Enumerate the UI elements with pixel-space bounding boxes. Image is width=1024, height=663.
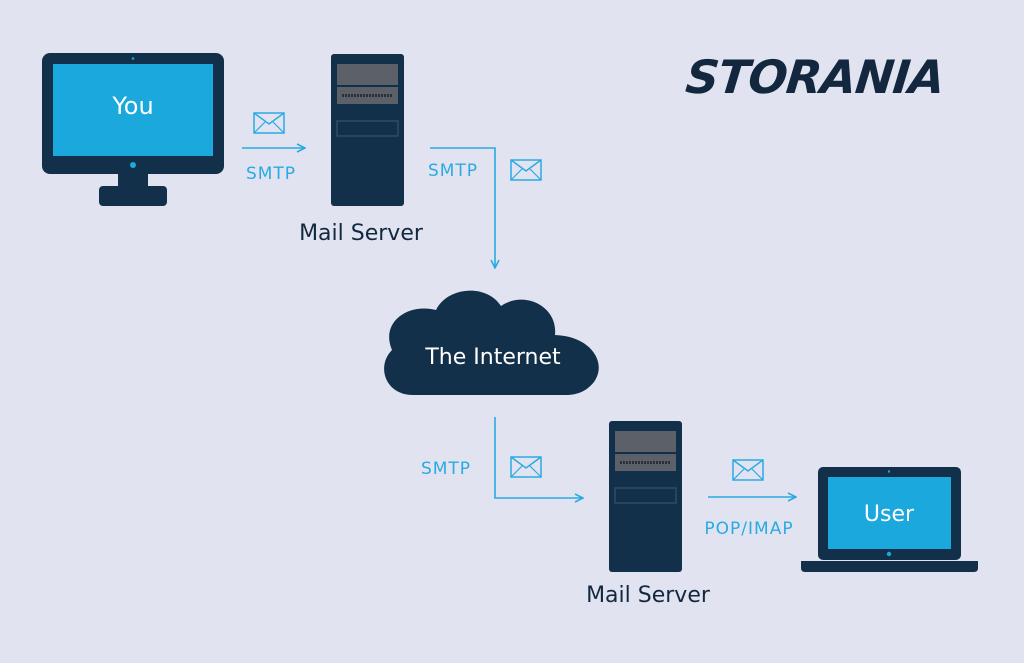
envelope-icon	[732, 459, 764, 481]
protocol-label-server-to-user: POP/IMAP	[704, 519, 793, 539]
internet-cloud-icon	[384, 290, 599, 395]
envelope-icon	[510, 159, 542, 181]
mail-server-bottom-label: Mail Server	[586, 583, 711, 608]
storania-logo: STORANIA	[683, 50, 947, 104]
protocol-label-you-to-server: SMTP	[246, 164, 296, 184]
internet-label: The Internet	[424, 345, 561, 370]
protocol-label-internet-to-server: SMTP	[421, 459, 471, 479]
desktop-monitor-icon	[42, 53, 224, 206]
arrow-server-to-internet	[430, 147, 495, 268]
mail-server-top-label: Mail Server	[299, 221, 424, 246]
sender-label: You	[111, 92, 153, 120]
envelope-icon	[253, 112, 285, 134]
laptop-icon	[801, 467, 978, 572]
arrow-internet-to-server	[494, 417, 583, 498]
server-tower-icon	[331, 54, 404, 206]
protocol-label-server-to-internet: SMTP	[428, 161, 478, 181]
receiver-label: User	[864, 502, 915, 527]
server-tower-icon	[609, 421, 682, 572]
envelope-icon	[510, 456, 542, 478]
